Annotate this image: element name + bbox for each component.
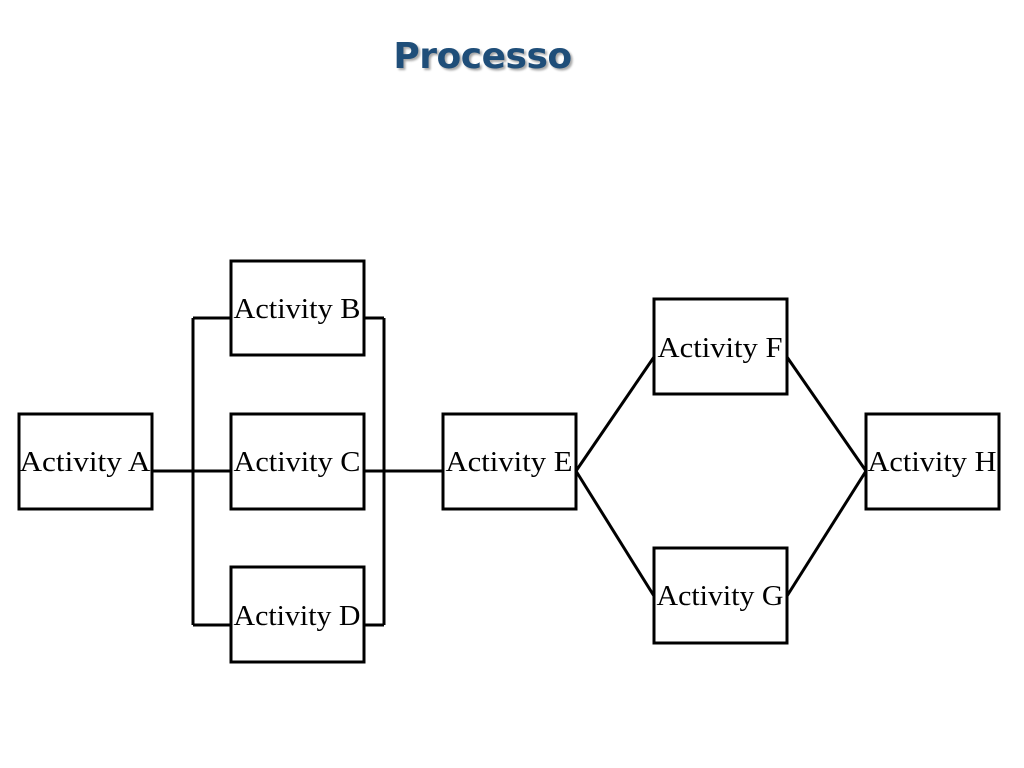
edge-e-g bbox=[574, 470, 656, 597]
node-label: Activity G bbox=[657, 581, 784, 612]
edge-f-h bbox=[785, 356, 868, 472]
node-activity-c: Activity C bbox=[229, 412, 366, 511]
node-label: Activity F bbox=[658, 333, 783, 364]
node-activity-b: Activity B bbox=[229, 259, 366, 357]
edge-e-f bbox=[574, 356, 656, 472]
node-label: Activity A bbox=[20, 447, 152, 478]
connectors bbox=[152, 316, 868, 627]
node-activity-a: Activity A bbox=[17, 412, 154, 511]
node-activity-g: Activity G bbox=[652, 546, 789, 645]
node-label: Activity B bbox=[234, 294, 361, 325]
node-activity-f: Activity F bbox=[652, 297, 789, 396]
node-activity-d: Activity D bbox=[229, 565, 366, 664]
node-label: Activity D bbox=[234, 601, 361, 632]
edge-g-h bbox=[785, 470, 868, 597]
node-label: Activity E bbox=[446, 447, 573, 478]
node-activity-e: Activity E bbox=[441, 412, 578, 511]
node-label: Activity H bbox=[868, 447, 997, 478]
node-activity-h: Activity H bbox=[864, 412, 1001, 511]
node-label: Activity C bbox=[234, 447, 361, 478]
page-title: Processo bbox=[393, 36, 572, 77]
